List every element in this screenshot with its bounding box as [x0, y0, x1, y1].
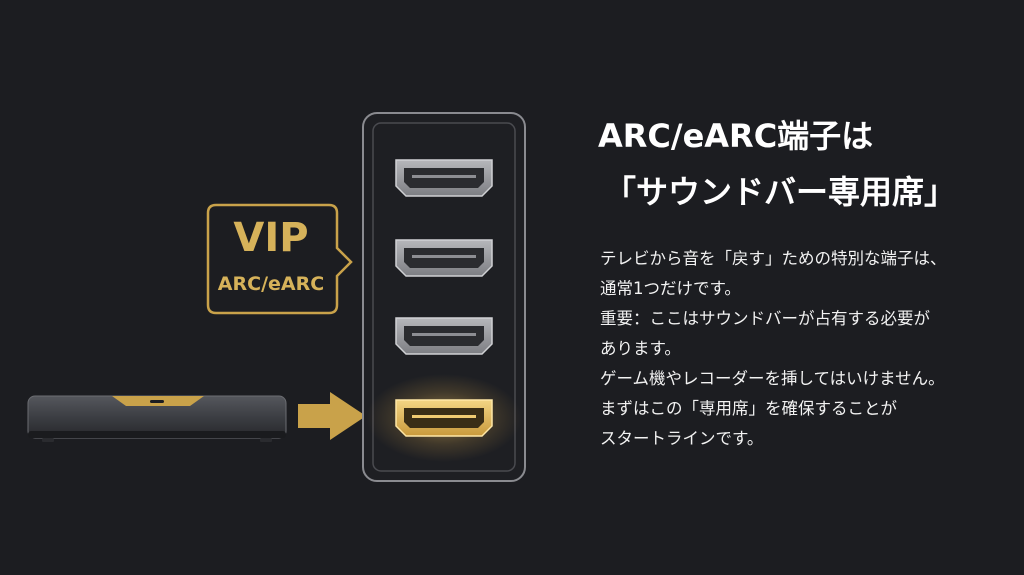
description-line: スタートラインです。: [600, 429, 764, 448]
heading-line-2: 「サウンドバー専用席」: [604, 173, 957, 211]
soundbar-led: [150, 400, 164, 403]
hdmi-port-arc-highlighted: [366, 374, 522, 462]
hdmi-port-3: [395, 317, 493, 355]
vip-badge-subtitle: ARC/eARC: [217, 273, 325, 295]
hdmi-port-1: [395, 159, 493, 197]
description-line: あります。: [600, 339, 681, 358]
description-line: 通常1つだけです。: [600, 279, 741, 298]
description-line: テレビから音を「戻す」ための特別な端子は、: [600, 249, 947, 268]
description-line: まずはこの「専用席」を確保することが: [600, 399, 897, 418]
soundbar-device: [27, 395, 287, 442]
arrow-right-icon: [298, 392, 366, 440]
vip-badge-title: VIP: [233, 215, 309, 261]
description-line: ゲーム機やレコーダーを挿してはいけません。: [600, 369, 945, 388]
description: テレビから音を「戻す」ための特別な端子は、 通常1つだけです。 重要：ここはサウ…: [600, 244, 1020, 454]
hdmi-port-2: [395, 239, 493, 277]
description-line: 重要：ここはサウンドバーが占有する必要が: [600, 309, 930, 328]
heading-line-1: ARC/eARC端子は: [598, 117, 874, 155]
heading: ARC/eARC端子は 「サウンドバー専用席」: [598, 108, 1018, 220]
vip-badge-frame: [206, 203, 353, 315]
